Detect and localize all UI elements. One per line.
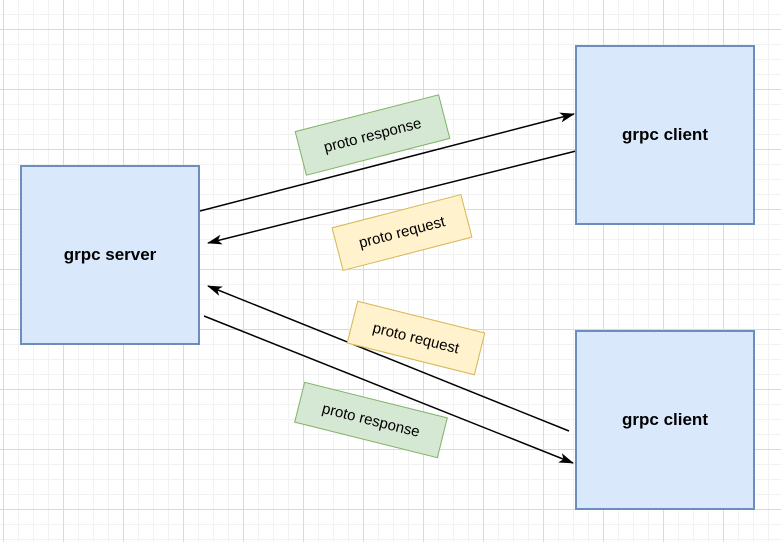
edge-client-top-to-server[interactable] [207,150,577,245]
node-grpc-server-label: grpc server [63,245,157,264]
edge-client-bottom-to-server[interactable] [207,285,570,432]
node-grpc-client-bottom-label: grpc client [622,410,708,429]
node-grpc-client-bottom[interactable]: grpc client [575,330,755,510]
label-proto-request-bottom-text: proto request [371,319,461,357]
node-grpc-client-top[interactable]: grpc client [575,45,755,225]
label-proto-response-top-text: proto response [321,114,424,156]
node-grpc-server[interactable]: grpc server [20,165,200,345]
edge-server-to-client-top[interactable] [199,112,575,212]
label-proto-request-top-text: proto request [357,213,447,252]
node-grpc-client-top-label: grpc client [622,125,708,144]
edge-server-to-client-bottom[interactable] [203,315,574,464]
